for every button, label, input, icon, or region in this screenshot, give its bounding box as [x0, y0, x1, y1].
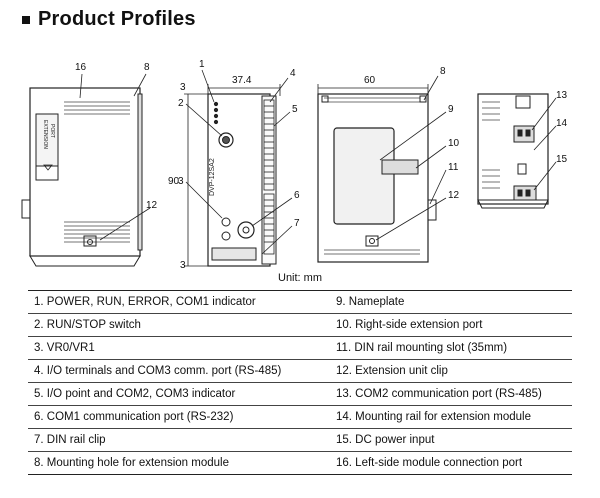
- legend-item: 7. DIN rail clip: [28, 428, 330, 452]
- title-text: Product Profiles: [38, 8, 196, 30]
- page-title: Product Profiles: [22, 8, 196, 31]
- legend-item: 15. DC power input: [330, 428, 572, 452]
- side-label-port: PORT: [49, 124, 55, 138]
- callout-8-side: 8: [144, 62, 150, 73]
- legend-item: 5. I/O point and COM2, COM3 indicator: [28, 382, 330, 406]
- callout-16: 16: [75, 62, 87, 73]
- legend-item: 14. Mounting rail for extension module: [330, 405, 572, 429]
- dim-width-front: 37.4: [232, 75, 252, 86]
- callout-14: 14: [556, 118, 568, 129]
- legend-row: 4. I/O terminals and COM3 comm. port (RS…: [28, 359, 572, 383]
- legend-item: 1. POWER, RUN, ERROR, COM1 indicator: [28, 290, 330, 314]
- legend-item: 9. Nameplate: [330, 290, 572, 314]
- side-view-left: EXTENSION PORT 16 8 12: [21, 62, 158, 267]
- product-drawings: EXTENSION PORT 16 8 12 37.4 90: [21, 59, 568, 271]
- callout-12-right: 12: [448, 190, 460, 201]
- legend-item: 16. Left-side module connection port: [330, 451, 572, 475]
- callout-1: 1: [199, 59, 205, 70]
- legend-row: 1. POWER, RUN, ERROR, COM1 indicator 9. …: [28, 290, 572, 314]
- side-vents: [64, 101, 130, 243]
- callout-9: 9: [448, 104, 454, 115]
- legend-item: 4. I/O terminals and COM3 comm. port (RS…: [28, 359, 330, 383]
- legend-row: 2. RUN/STOP switch 10. Right-side extens…: [28, 313, 572, 337]
- callout-3: 3: [178, 176, 184, 187]
- nameplate-area: [333, 127, 395, 225]
- side-label-extension: EXTENSION: [42, 120, 48, 149]
- callout-13: 13: [556, 90, 568, 101]
- front-model-label: DVP-12SA2: [209, 158, 216, 196]
- callout-3-bottom: 3: [180, 260, 186, 271]
- callout-7: 7: [294, 218, 300, 229]
- callout-10: 10: [448, 138, 460, 149]
- callout-2: 2: [178, 98, 184, 109]
- legend-item: 2. RUN/STOP switch: [28, 313, 330, 337]
- legend-table: 1. POWER, RUN, ERROR, COM1 indicator 9. …: [28, 290, 572, 475]
- legend-item: 12. Extension unit clip: [330, 359, 572, 383]
- legend-item: 8. Mounting hole for extension module: [28, 451, 330, 475]
- callout-5: 5: [292, 104, 298, 115]
- legend-row: 8. Mounting hole for extension module 16…: [28, 451, 572, 475]
- legend-row: 6. COM1 communication port (RS-232) 14. …: [28, 405, 572, 429]
- legend-row: 7. DIN rail clip 15. DC power input: [28, 428, 572, 452]
- callout-15: 15: [556, 154, 568, 165]
- legend-item: 10. Right-side extension port: [330, 313, 572, 337]
- callout-4: 4: [290, 68, 296, 79]
- dim-width-side: 60: [364, 75, 376, 86]
- legend-item: 11. DIN rail mounting slot (35mm): [330, 336, 572, 360]
- bullet-square-icon: [22, 15, 30, 24]
- unit-label: Unit: mm: [278, 272, 322, 284]
- front-view: 37.4 90 3 3: [168, 59, 300, 271]
- legend-row: 3. VR0/VR1 11. DIN rail mounting slot (3…: [28, 336, 572, 360]
- callout-12-side: 12: [146, 200, 158, 211]
- legend-row: 5. I/O point and COM2, COM3 indicator 13…: [28, 382, 572, 406]
- side-view-right: 60 8 9 10 11 12: [317, 66, 460, 263]
- legend-item: 13. COM2 communication port (RS-485): [330, 382, 572, 406]
- callout-6: 6: [294, 190, 300, 201]
- callout-8-right: 8: [440, 66, 446, 77]
- legend-item: 6. COM1 communication port (RS-232): [28, 405, 330, 429]
- dim-height: 90: [168, 176, 180, 187]
- terminal-strip: [263, 99, 275, 255]
- legend-item: 3. VR0/VR1: [28, 336, 330, 360]
- bottom-view: 13 14 15: [477, 90, 568, 209]
- callout-11: 11: [448, 162, 459, 173]
- callout-3-top: 3: [180, 82, 186, 93]
